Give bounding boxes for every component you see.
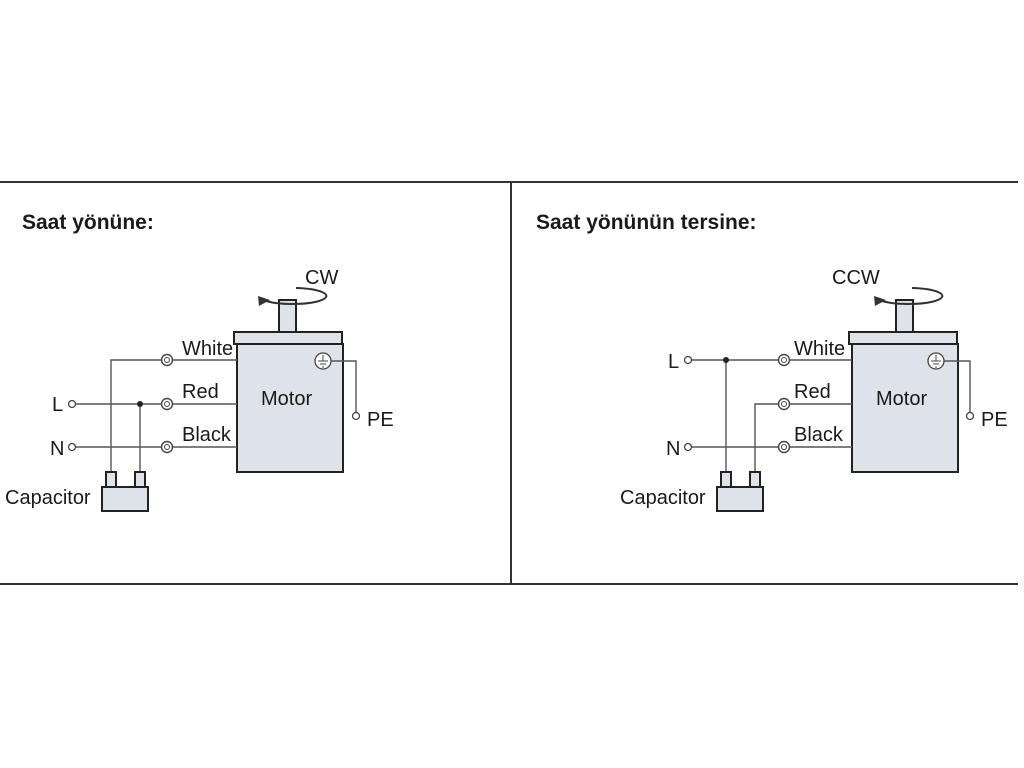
n-terminal	[683, 442, 693, 452]
pe-terminal	[351, 411, 361, 421]
wire-label-black: Black	[182, 424, 232, 446]
terminal-black	[777, 440, 791, 454]
neutral-label: N	[50, 438, 64, 460]
motor-flange	[848, 331, 958, 345]
motor-flange	[233, 331, 343, 345]
cap-pin-2	[749, 471, 761, 488]
pe-label: PE	[367, 409, 394, 431]
wire-label-white: White	[182, 338, 233, 360]
junction-node	[723, 357, 729, 363]
neutral-label: N	[666, 438, 680, 460]
panel-cw: Saat yönüne: CW Motor PE White Red Black	[5, 211, 394, 512]
rotation-cw-icon	[258, 287, 328, 306]
terminal-white	[160, 353, 174, 367]
l-terminal	[67, 399, 77, 409]
line-label: L	[52, 394, 63, 416]
n-terminal	[67, 442, 77, 452]
rotation-ccw-icon	[874, 287, 944, 306]
wire-label-white: White	[794, 338, 845, 360]
terminal-black	[160, 440, 174, 454]
junction-node	[137, 401, 143, 407]
ground-icon	[314, 352, 332, 370]
line-label: L	[668, 351, 679, 373]
wire-label-black: Black	[794, 424, 844, 446]
pe-terminal	[965, 411, 975, 421]
direction-label: CCW	[832, 267, 880, 289]
panel-title: Saat yönüne:	[22, 211, 154, 234]
cap-wire-1	[110, 359, 161, 472]
capacitor-body	[101, 486, 149, 512]
cap-wire-2	[754, 403, 778, 472]
pe-wire	[331, 360, 357, 412]
ground-icon	[927, 352, 945, 370]
capacitor-body	[716, 486, 764, 512]
l-terminal	[683, 355, 693, 365]
motor-label: Motor	[876, 388, 927, 410]
capacitor-label: Capacitor	[5, 487, 91, 509]
direction-label: CW	[305, 267, 338, 289]
panel-ccw: Saat yönünün tersine: CCW Motor PE White…	[536, 211, 1008, 512]
cap-pin-1	[105, 471, 117, 488]
terminal-white	[777, 353, 791, 367]
cap-pin-2	[134, 471, 146, 488]
terminal-red	[160, 397, 174, 411]
pe-wire	[944, 360, 971, 412]
capacitor-label: Capacitor	[620, 487, 706, 509]
pe-label: PE	[981, 409, 1008, 431]
motor-label: Motor	[261, 388, 312, 410]
terminal-red	[777, 397, 791, 411]
panel-title: Saat yönünün tersine:	[536, 211, 757, 234]
wire-label-red: Red	[794, 381, 831, 403]
wire-label-red: Red	[182, 381, 219, 403]
cap-pin-1	[720, 471, 732, 488]
